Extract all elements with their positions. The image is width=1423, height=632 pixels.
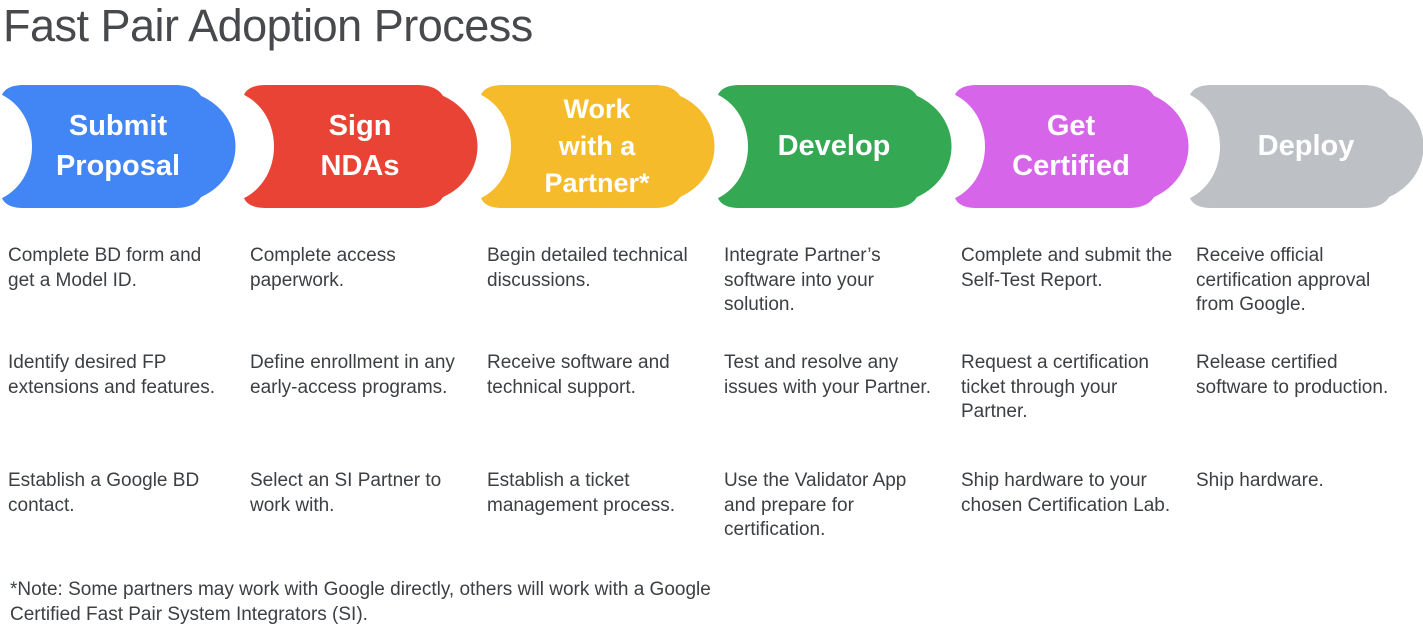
stage-arrow-shape [955,85,1189,208]
process-step: Complete and submit the Self-Test Report… [961,245,1173,291]
stage-label: Work with a Partner* [544,94,650,198]
stage-label: Develop [777,129,891,162]
process-step: Ship hardware. [1196,470,1324,491]
process-step: Receive official certification approval … [1196,245,1371,315]
process-step: Define enrollment in any early-access pr… [250,352,455,398]
stage-arrow-shape [1190,85,1423,208]
process-step: Complete access paperwork. [250,245,396,291]
process-step: Release certified software to production… [1196,352,1389,398]
stage-arrow-shape [2,85,236,208]
process-stage-deploy: Deploy Receive official certification ap… [1188,0,1423,632]
stage-arrow-shape [244,85,478,208]
stage-label: Sign NDAs [320,110,400,182]
process-step: Request a certification ticket through y… [961,352,1149,422]
process-step: Test and resolve any issues with your Pa… [724,352,931,398]
diagram-title: Fast Pair Adoption Process [3,0,533,51]
process-step: Identify desired FP extensions and featu… [8,352,216,398]
process-step: Begin detailed technical discussions. [487,245,688,291]
process-step: Establish a ticket management process. [487,470,675,516]
stage-label: Submit Proposal [55,110,181,182]
process-stage-work-with-a-partner: Work with a Partner* Begin detailed tech… [479,0,716,632]
process-stage-develop: Develop Integrate Partner’s software int… [716,0,953,632]
process-step: Establish a Google BD contact. [8,470,200,516]
process-step: Ship hardware to your chosen Certificati… [961,470,1171,516]
stage-label: Deploy [1257,129,1355,162]
process-step: Integrate Partner’s software into your s… [724,245,881,315]
process-step: Complete BD form and get a Model ID. [8,245,202,291]
process-step: Use the Validator App and prepare for ce… [724,470,907,540]
footnote: *Note: Some partners may work with Googl… [10,579,711,626]
process-stage-get-certified: Get Certified Complete and submit the Se… [953,0,1190,632]
process-step: Receive software and technical support. [487,352,670,398]
stage-arrow-shape [718,85,952,208]
process-stage-submit-proposal: Submit Proposal Complete BD form and get… [0,0,237,632]
stage-arrow-shape [481,85,715,208]
process-step: Select an SI Partner to work with. [250,470,442,516]
process-stage-sign-ndas: Sign NDAs Complete access paperwork. Def… [242,0,479,632]
stage-label: Get Certified [1012,110,1130,182]
